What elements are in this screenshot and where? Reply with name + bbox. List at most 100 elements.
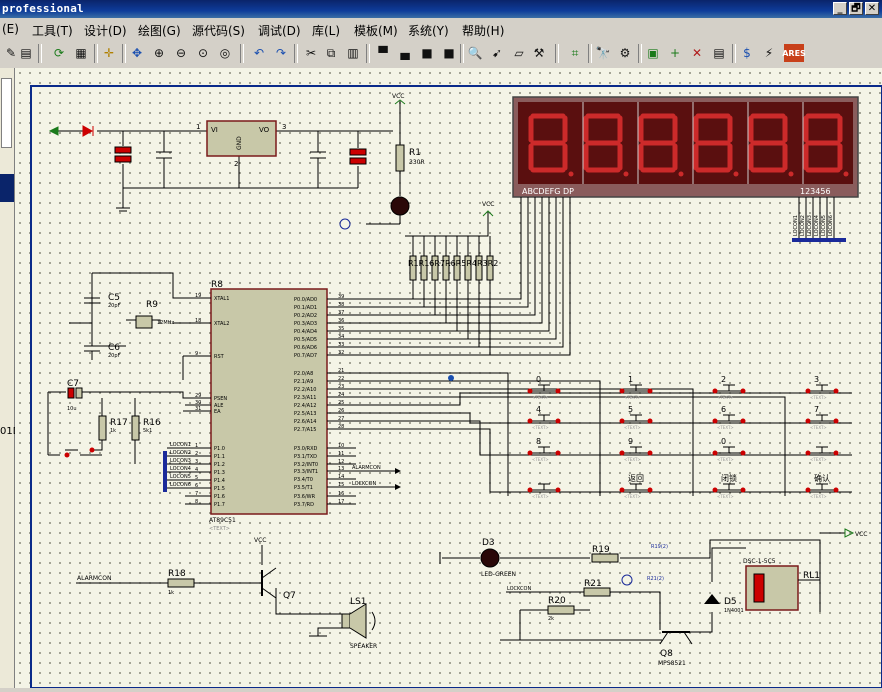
mcu-pin-label: P2.3/A11 <box>294 395 316 401</box>
c-input-electrolytic[interactable] <box>114 146 132 154</box>
keypad-button[interactable]: 9<TEXT> <box>619 437 653 462</box>
wire-autorouter-icon[interactable]: ⌗ <box>571 45 579 60</box>
remove-sheet-icon[interactable]: ✕ <box>691 46 703 60</box>
packaging-tool-icon[interactable]: ⚒ <box>533 46 545 60</box>
svg-text:LED-GREEN: LED-GREEN <box>481 571 516 578</box>
decompose-icon[interactable]: ▱ <box>514 46 524 60</box>
seven-segment-display[interactable]: ABCDEFG DP 123456 <box>512 96 859 198</box>
mcu-pin-num: 18 <box>195 318 201 324</box>
keypad-button[interactable]: 1<TEXT> <box>619 375 653 400</box>
paste-icon[interactable]: ▥ <box>347 46 359 60</box>
block-copy-icon[interactable]: ▀ <box>378 46 388 60</box>
mcu-pin-label: P3.4/T0 <box>294 477 313 483</box>
speaker[interactable]: LS1 SPEAKER <box>341 597 377 650</box>
block-rotate-icon[interactable]: ■ <box>421 46 433 60</box>
menu-system[interactable]: 系统(Y) <box>408 24 449 38</box>
menu-source[interactable]: 源代码(S) <box>192 24 245 38</box>
overview-window[interactable] <box>1 78 12 148</box>
new-sheet-icon[interactable]: ▣ <box>647 46 659 60</box>
mcu-pin-label: P0.2/AD2 <box>294 313 317 319</box>
svg-text:C5: C5 <box>108 293 120 303</box>
goto-sheet-icon[interactable]: ▤ <box>713 46 725 60</box>
undo-icon[interactable]: ↶ <box>253 46 265 60</box>
keypad-button[interactable]: 0<TEXT> <box>527 375 561 400</box>
menu-help[interactable]: 帮助(H) <box>462 24 505 38</box>
edit-icon[interactable]: ✎ <box>5 46 17 60</box>
search-icon[interactable]: 🔭 <box>595 46 611 60</box>
block-move-icon[interactable]: ▄ <box>400 46 410 60</box>
origin-icon[interactable]: ✛ <box>103 46 115 60</box>
electrical-rules-icon[interactable]: ⚡ <box>764 46 774 60</box>
c-output-electrolytic[interactable] <box>349 148 367 156</box>
svg-text:D5: D5 <box>724 597 737 607</box>
svg-text:LOCON4: LOCON4 <box>170 466 191 472</box>
resistor-array[interactable]: VCC R1R16R7R6R5R4R3R2 <box>405 201 498 355</box>
keypad-button[interactable]: <TEXT> <box>805 446 839 462</box>
r1-resistor[interactable]: R1 330R <box>395 144 425 172</box>
r16-resistor[interactable] <box>131 415 140 441</box>
keypad-button[interactable]: 2<TEXT> <box>712 375 746 400</box>
add-sheet-icon[interactable]: + <box>669 46 681 60</box>
d5-diode[interactable] <box>704 594 720 604</box>
keypad-button-label: 0 <box>721 437 726 446</box>
cut-icon[interactable]: ✂ <box>305 46 317 60</box>
p2-column-wire <box>356 388 694 496</box>
keypad-button[interactable]: 5<TEXT> <box>619 405 653 430</box>
redo-icon[interactable]: ↷ <box>275 46 287 60</box>
menu-graph[interactable]: 绘图(G) <box>138 24 181 38</box>
keypad[interactable]: 0<TEXT>1<TEXT>2<TEXT>3<TEXT>4<TEXT>5<TEX… <box>527 375 839 499</box>
ares-icon[interactable]: ARES <box>782 44 806 62</box>
property-assignment-icon[interactable]: ⚙ <box>619 46 631 60</box>
keypad-button[interactable]: 0<TEXT> <box>712 437 746 462</box>
make-device-icon[interactable]: ➹ <box>491 46 503 60</box>
q7-transistor[interactable]: Q7 <box>261 567 296 601</box>
keypad-button[interactable]: 4<TEXT> <box>527 405 561 430</box>
copy-icon[interactable]: ⧉ <box>326 45 336 60</box>
keypad-button[interactable]: 8<TEXT> <box>527 437 561 462</box>
menu-edit[interactable]: (E) <box>2 22 19 36</box>
zoom-in-icon[interactable]: ⊕ <box>153 46 165 60</box>
pan-icon[interactable]: ✥ <box>131 46 143 60</box>
keypad-button[interactable]: 7<TEXT> <box>805 405 839 430</box>
r19-resistor[interactable] <box>591 553 619 563</box>
q8-transistor[interactable]: Q8 MPS8521 <box>658 631 693 667</box>
keypad-button[interactable]: <TEXT> <box>527 483 561 499</box>
minimize-button[interactable]: _ <box>833 2 847 15</box>
svg-text:ALARMCON: ALARMCON <box>352 465 381 471</box>
print-icon[interactable]: ▤ <box>20 46 32 60</box>
restore-button[interactable]: 🗗 <box>849 2 863 15</box>
r20-resistor[interactable] <box>547 605 575 615</box>
keypad-button-label: 2 <box>721 375 726 384</box>
bill-of-materials-icon[interactable]: $ <box>743 46 751 60</box>
grid-icon[interactable]: ▦ <box>75 46 87 60</box>
keypad-button[interactable]: 6<TEXT> <box>712 405 746 430</box>
keypad-button[interactable]: 返回<TEXT> <box>619 474 653 499</box>
zoom-out-icon[interactable]: ⊖ <box>175 46 187 60</box>
r18-resistor[interactable] <box>167 578 195 588</box>
keypad-button[interactable]: 3<TEXT> <box>805 375 839 400</box>
refresh-icon[interactable]: ⟳ <box>53 46 65 60</box>
device-list-header[interactable] <box>0 174 14 202</box>
pick-device-icon[interactable]: 🔍 <box>467 46 483 60</box>
zoom-area-icon[interactable]: ◎ <box>219 46 231 60</box>
voltage-regulator[interactable]: VI VO GND 1 3 2 <box>196 120 286 168</box>
menu-tools[interactable]: 工具(T) <box>32 24 73 38</box>
d3-led[interactable] <box>480 548 500 568</box>
schematic-canvas[interactable]: ABCDEFG DP 123456 LOCON1 LOCON2 LOCON3 L… <box>15 68 882 689</box>
keypad-button[interactable]: 闭锁<TEXT> <box>712 473 746 499</box>
close-button[interactable]: ✕ <box>865 2 879 15</box>
power-led[interactable] <box>390 196 410 216</box>
block-delete-icon[interactable]: ■ <box>443 46 455 60</box>
menu-template[interactable]: 模板(M) <box>354 24 398 38</box>
relay[interactable]: DSC-1-5C5 RL1 <box>743 558 820 611</box>
menu-debug[interactable]: 调试(D) <box>258 24 301 38</box>
crystal[interactable] <box>135 315 153 329</box>
menu-library[interactable]: 库(L) <box>312 24 341 38</box>
zoom-all-icon[interactable]: ⊙ <box>197 46 209 60</box>
keypad-button[interactable]: 确认<TEXT> <box>805 473 839 499</box>
menu-design[interactable]: 设计(D) <box>84 24 127 38</box>
r21-resistor[interactable] <box>583 587 611 597</box>
mcu-pin-label: P1.5 <box>214 486 225 492</box>
r17-resistor[interactable] <box>98 415 107 441</box>
